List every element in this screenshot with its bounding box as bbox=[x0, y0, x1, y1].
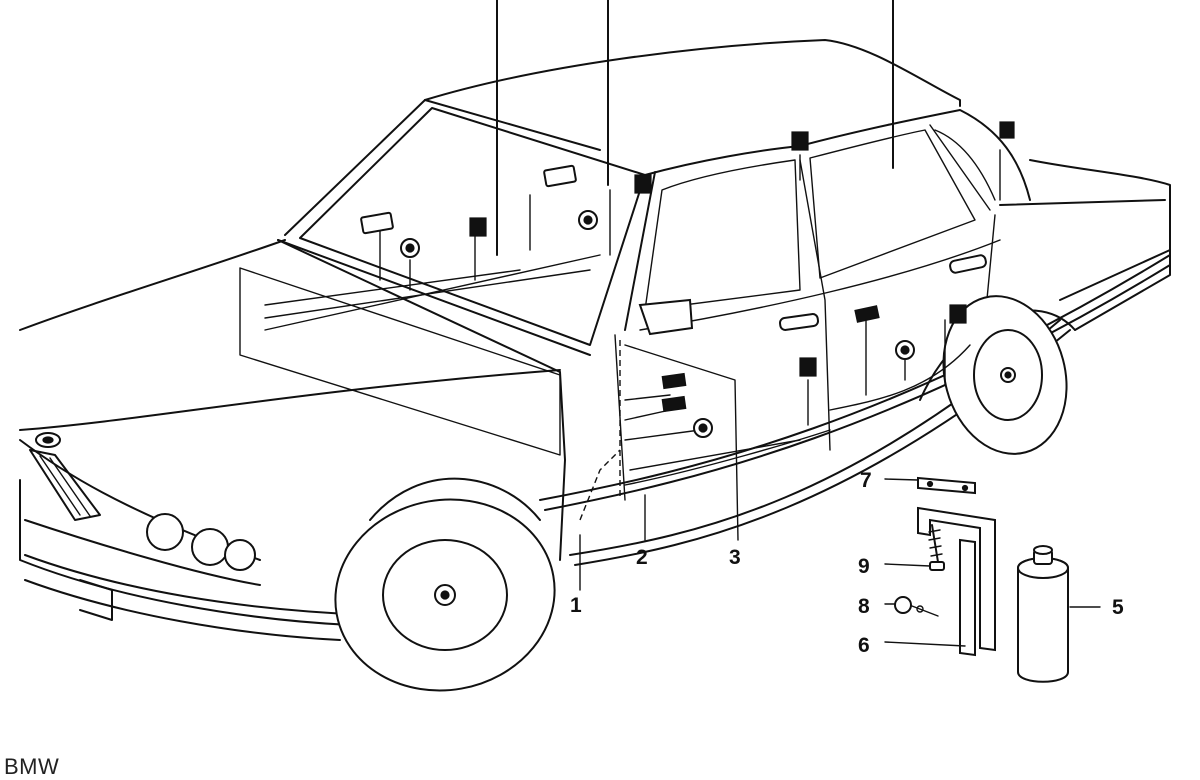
callout-5: 5 bbox=[1112, 596, 1124, 619]
wiring-harness bbox=[239, 149, 1001, 521]
callout-2: 2 bbox=[636, 546, 648, 569]
callout-labels: 1 2 3 5 6 7 8 9 bbox=[570, 469, 1124, 657]
lead-lines bbox=[496, 0, 894, 256]
components bbox=[360, 121, 1015, 438]
rear-wheel bbox=[942, 295, 1068, 455]
callout-9: 9 bbox=[858, 555, 870, 578]
callout-leaders bbox=[579, 344, 1101, 647]
brand-caption: BMW bbox=[4, 754, 60, 779]
callout-6: 6 bbox=[858, 634, 870, 657]
part-control-unit bbox=[1017, 545, 1069, 683]
callout-3: 3 bbox=[729, 546, 741, 569]
callout-7: 7 bbox=[860, 469, 872, 492]
callout-8: 8 bbox=[858, 595, 870, 618]
part-screw bbox=[928, 524, 945, 571]
front-wheel bbox=[334, 498, 556, 692]
part-bracket bbox=[917, 476, 996, 657]
callout-1: 1 bbox=[570, 594, 582, 617]
car-wiring-diagram: 1 2 3 5 6 7 8 9 bbox=[19, 0, 1171, 692]
part-nut bbox=[894, 596, 939, 617]
